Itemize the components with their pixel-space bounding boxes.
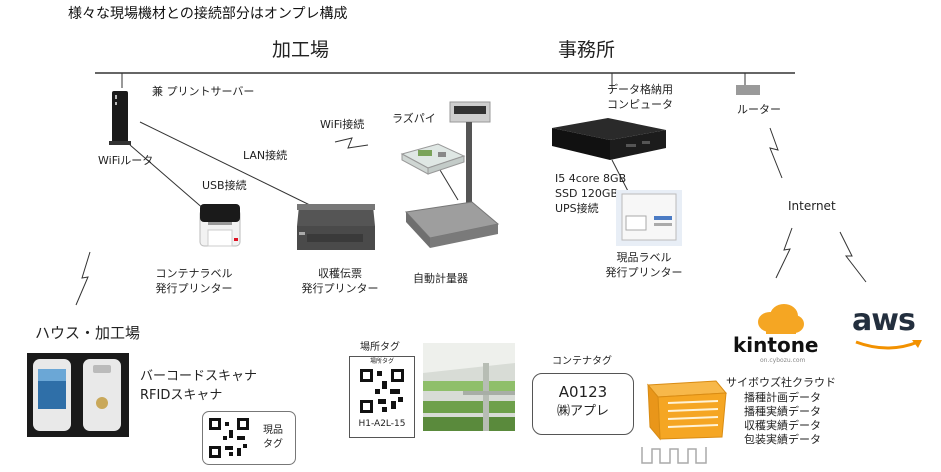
kintone-sub-label: on.cybozu.com <box>760 357 806 364</box>
pc-spec-ups: UPS接続 <box>555 202 599 215</box>
scale-label: 自動計量器 <box>413 272 468 285</box>
kintone-logo: kintone <box>733 333 819 357</box>
print-server-label: 兼 プリントサーバー <box>152 85 255 98</box>
page-title: 様々な現場機材との接続部分はオンプレ構成 <box>68 6 348 22</box>
cybozu-item-2: 播種実績データ <box>744 405 821 418</box>
data-pc-label-1: データ格納用 <box>607 83 673 96</box>
container-printer-label-2: 発行プリンター <box>155 282 233 295</box>
data-pc-icon <box>548 116 670 164</box>
scale-icon <box>400 96 502 264</box>
raspberry-pi-icon <box>398 138 468 176</box>
pc-spec-ssd: SSD 120GB <box>555 187 618 200</box>
container-label-printer-icon <box>194 200 248 252</box>
scanner-label-2: RFIDスキャナ <box>140 388 223 403</box>
harvest-slip-printer-icon <box>293 196 379 256</box>
usb-link-label: USB接続 <box>202 179 247 192</box>
scanner-label-1: バーコードスキャナ <box>140 369 258 384</box>
cybozu-item-1: 播種計画データ <box>744 391 821 404</box>
wifi-link-label: WiFi接続 <box>320 118 365 131</box>
container-tag-card: A0123 ㈱アプレ <box>532 373 634 435</box>
greenhouse-photo <box>423 343 515 431</box>
router-icon <box>736 85 760 95</box>
place-tag-title: 場所タグ <box>360 342 400 353</box>
item-tag-card: 現品 タグ <box>202 411 296 465</box>
container-code: A0123 <box>558 383 608 401</box>
place-tag-code: H1-A2L-15 <box>358 419 406 429</box>
harvest-printer-label-2: 発行プリンター <box>301 282 379 295</box>
item-printer-label-2: 発行プリンター <box>605 266 683 279</box>
zone-factory-label: 加工場 <box>272 39 330 61</box>
container-tag-title: コンテナタグ <box>552 356 612 367</box>
place-tag-qr-icon <box>360 369 404 413</box>
item-label-printer-icon <box>616 190 682 246</box>
pc-spec-cpu: I5 4core 8GB <box>555 172 627 185</box>
raspi-label: ラズパイ <box>392 112 436 125</box>
cybozu-heading: サイボウズ社クラウド <box>726 376 836 389</box>
cybozu-item-3: 収穫実績データ <box>744 419 821 432</box>
place-tag-card: 場所タグ H1-A2L-15 <box>349 356 415 438</box>
aws-smile-icon <box>852 338 926 354</box>
kintone-cloud-icon <box>756 302 806 336</box>
aws-logo: aws <box>852 303 916 338</box>
lan-link-label: LAN接続 <box>243 149 288 162</box>
internet-label: Internet <box>788 199 836 213</box>
zone-office-label: 事務所 <box>558 39 616 61</box>
container-company: ㈱アプレ <box>556 404 609 419</box>
zone-house-label: ハウス・加工場 <box>35 324 141 342</box>
item-printer-label-1: 現品ラベル <box>616 251 672 264</box>
data-pc-label-2: コンピュータ <box>607 98 673 111</box>
wifi-router-label: WiFiルータ <box>98 154 154 167</box>
item-tag-label-2: タグ <box>263 439 283 450</box>
item-tag-qr-icon <box>209 418 249 458</box>
wifi-router-icon <box>106 89 136 147</box>
cybozu-item-4: 包装実績データ <box>744 433 821 446</box>
container-printer-label-1: コンテナラベル <box>155 267 233 280</box>
crate-icon <box>638 377 730 467</box>
router-label: ルーター <box>737 103 781 116</box>
scanner-image <box>27 353 129 437</box>
harvest-printer-label-1: 収穫伝票 <box>318 267 362 280</box>
place-tag-header: 場所タグ <box>369 358 394 365</box>
item-tag-label-1: 現品 <box>263 425 283 436</box>
